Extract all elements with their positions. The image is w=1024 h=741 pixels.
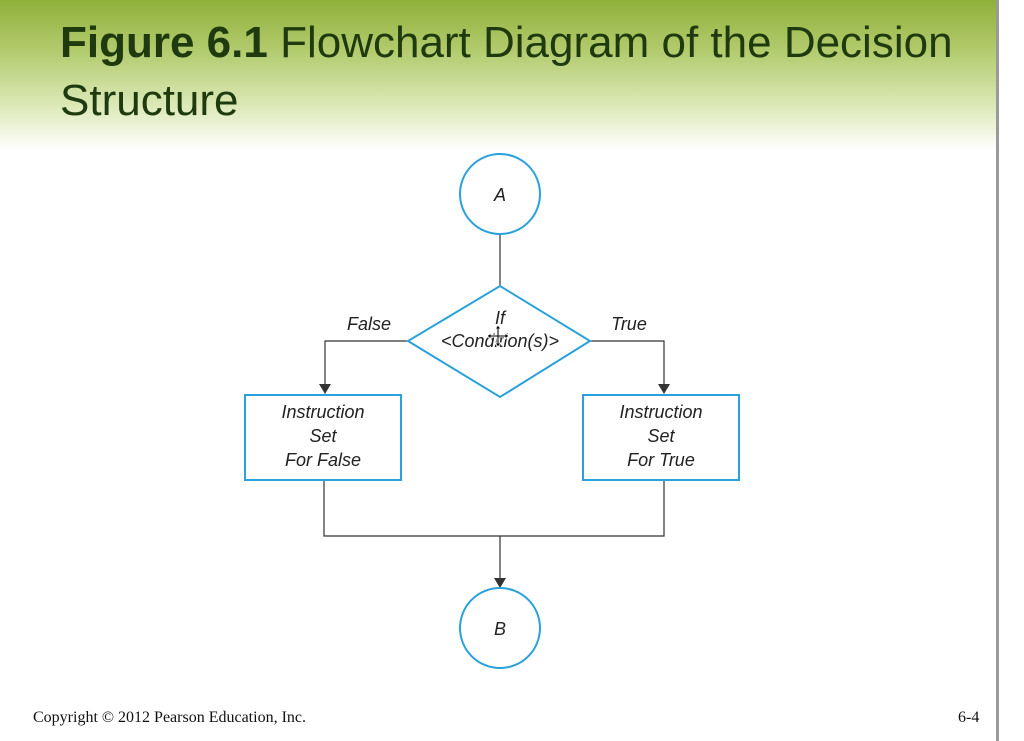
false-instruction-box — [244, 394, 402, 481]
slide-title: Figure 6.1 Flowchart Diagram of the Deci… — [60, 14, 980, 130]
false-box-line-1: Instruction — [281, 402, 364, 422]
page-number: 6-4 — [958, 709, 980, 726]
true-instruction-box — [582, 394, 740, 481]
true-box-line-1: Instruction — [619, 402, 702, 422]
connector-a-label: A — [493, 185, 506, 205]
connector-b-label: B — [494, 619, 506, 639]
slide-edge-border — [996, 0, 999, 741]
true-label: True — [611, 314, 647, 334]
figure-label: Figure 6.1 — [60, 18, 268, 67]
header-band — [0, 0, 998, 150]
copyright-footer: Copyright © 2012 Pearson Education, Inc. — [33, 709, 306, 726]
decision-if-label: If — [495, 308, 507, 328]
arrow-true — [658, 384, 670, 394]
connector-false-branch — [324, 340, 408, 386]
flowchart-diagram: A If <Condition(s)> False True Instructi… — [244, 153, 740, 669]
connector-true-to-merge — [500, 480, 665, 537]
arrow-to-b — [494, 578, 506, 588]
false-label: False — [347, 314, 391, 334]
false-box-line-2: Set — [309, 426, 337, 446]
title-text: Flowchart Diagram of the Decision Struct… — [60, 18, 953, 125]
connector-node-b — [459, 587, 541, 669]
arrow-false — [319, 384, 331, 394]
true-box-line-3: For True — [627, 450, 695, 470]
move-cursor-icon — [486, 324, 510, 348]
false-box-line-3: For False — [285, 450, 361, 470]
true-box-line-2: Set — [647, 426, 675, 446]
connector-false-to-merge — [323, 480, 500, 537]
window-margin — [999, 0, 1024, 741]
decision-condition-label: <Condition(s)> — [441, 331, 559, 351]
connector-node-a — [459, 153, 541, 235]
connector-true-branch — [586, 340, 665, 386]
